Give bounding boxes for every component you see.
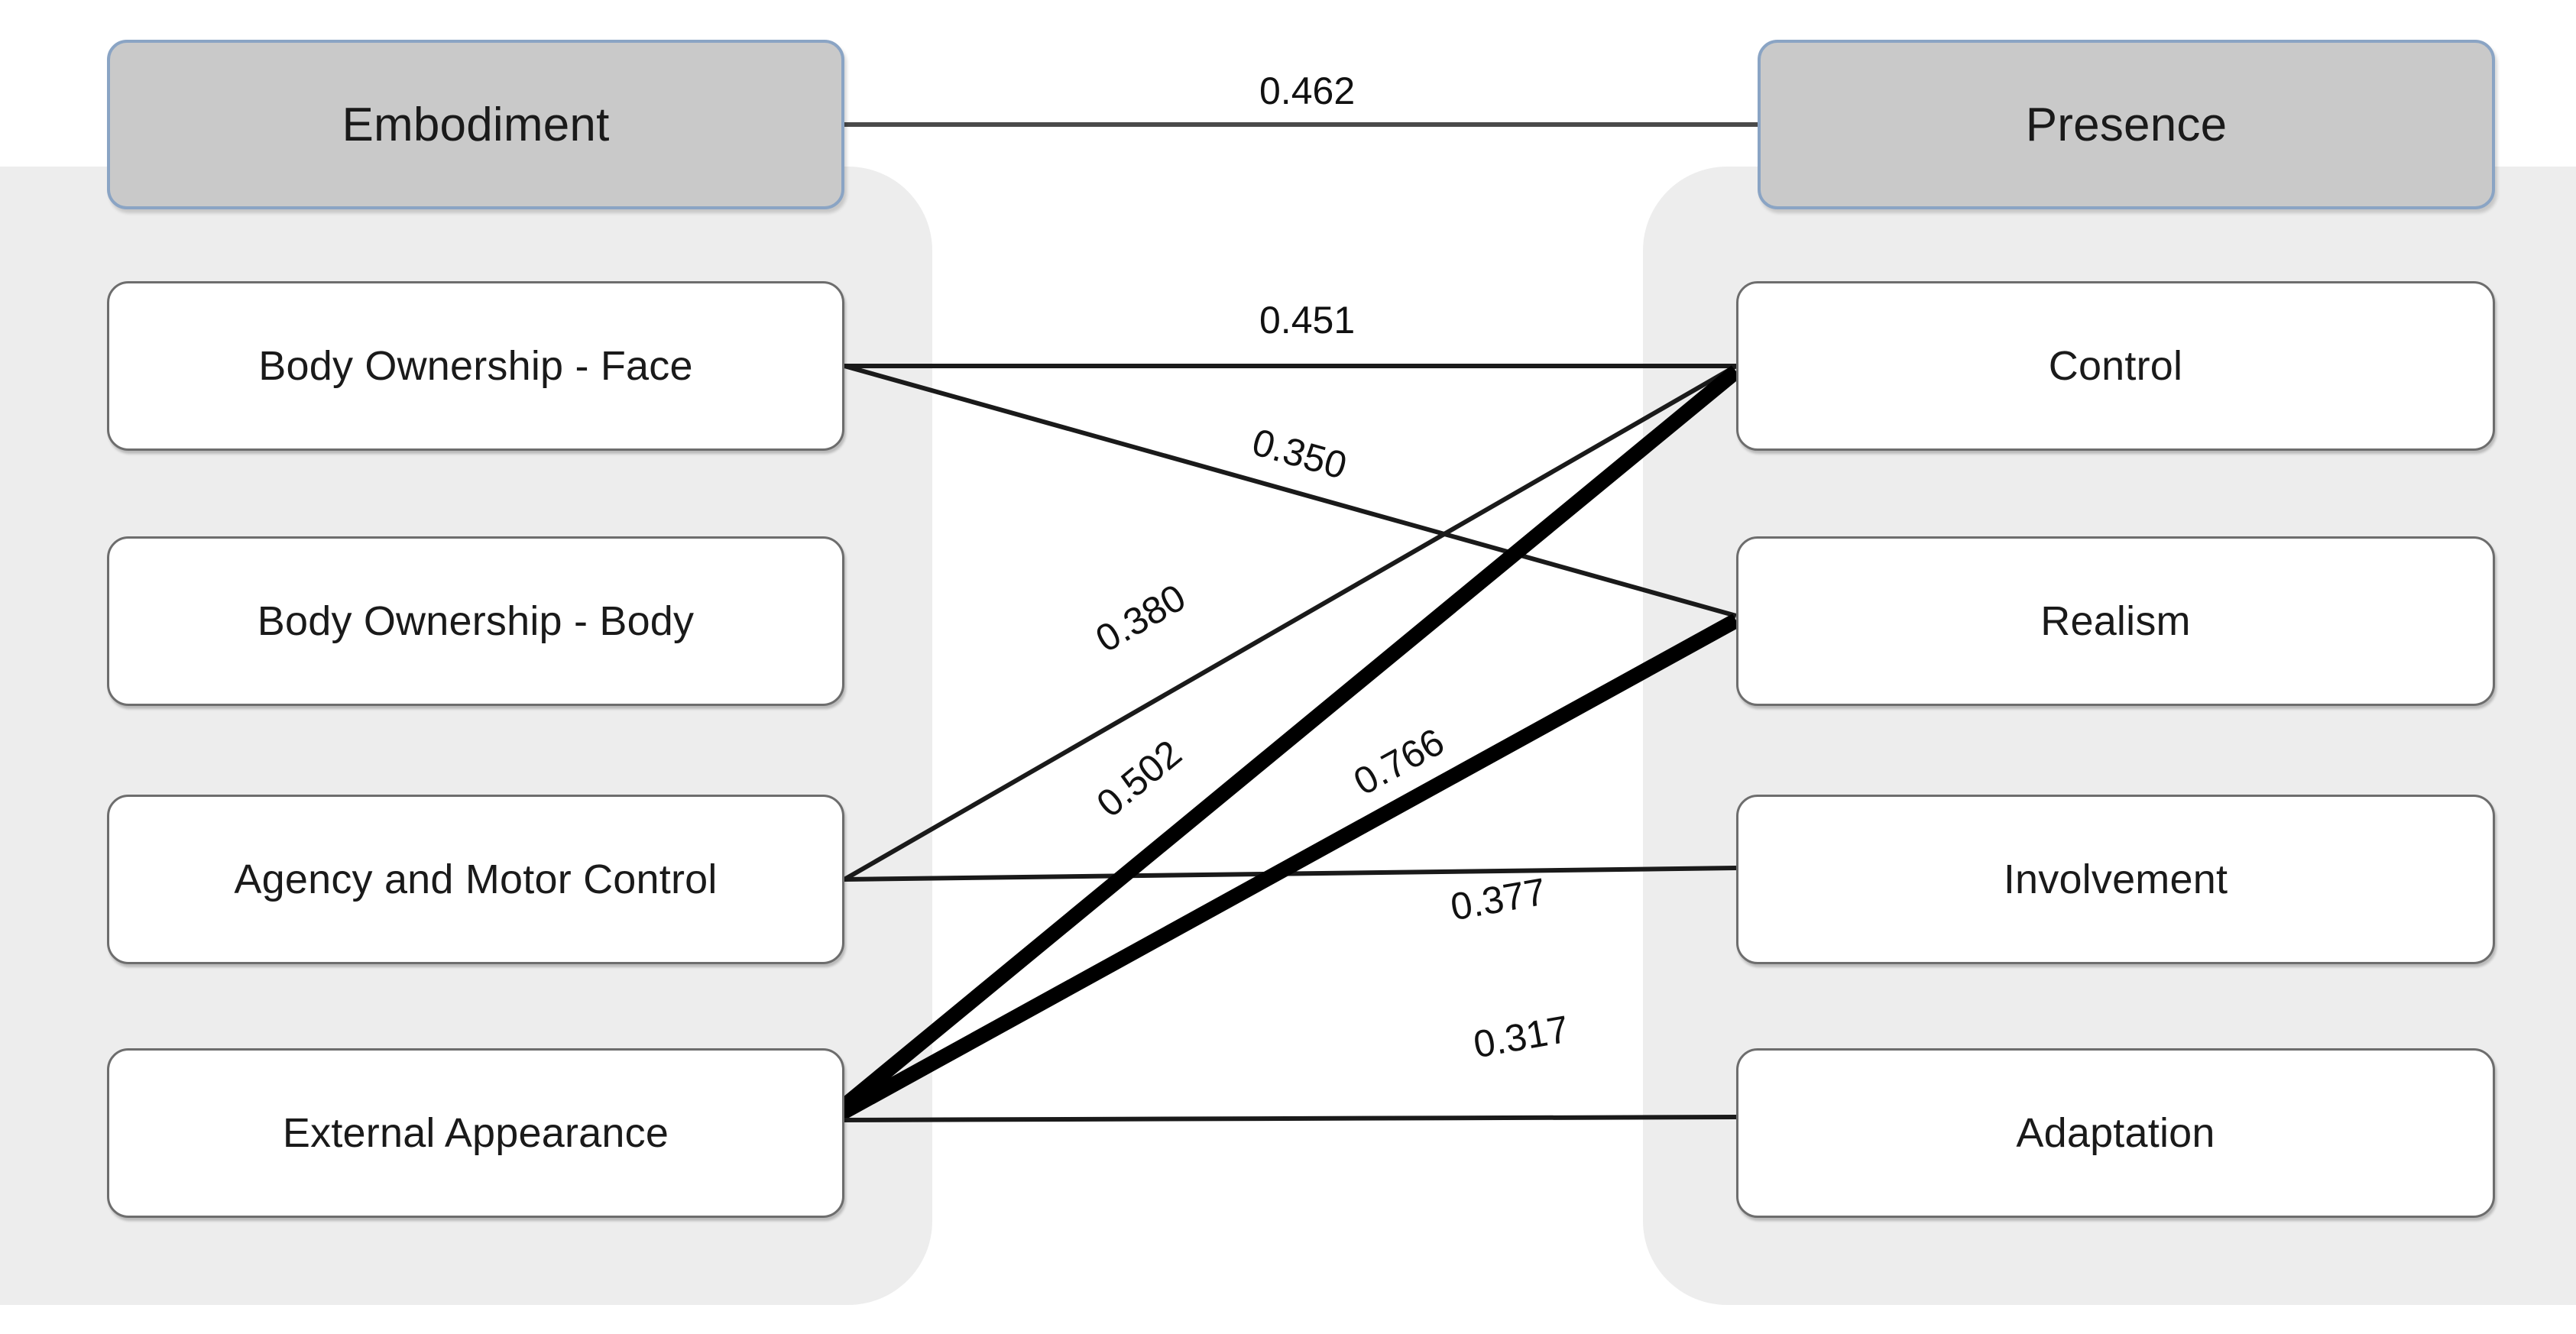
node-agency-and-motor-control[interactable]: Agency and Motor Control [107,795,844,964]
node-involvement[interactable]: Involvement [1736,795,2495,964]
node-adaptation-label: Adaptation [2016,1110,2215,1156]
node-realism[interactable]: Realism [1736,536,2495,706]
edge-face-realism [844,364,1737,618]
edge-external-adaptation [834,1115,1737,1122]
group-title-embodiment-label: Embodiment [342,98,610,151]
node-external-appearance-label: External Appearance [282,1110,669,1156]
group-title-presence-label: Presence [2025,98,2228,151]
node-involvement-label: Involvement [2003,856,2228,902]
group-title-embodiment[interactable]: Embodiment [107,40,844,209]
node-external-appearance[interactable]: External Appearance [107,1048,844,1218]
node-control[interactable]: Control [1736,281,2495,451]
node-body-ownership-body[interactable]: Body Ownership - Body [107,536,844,706]
node-agency-and-motor-control-label: Agency and Motor Control [234,856,718,902]
edge-external-realism [831,614,1740,1124]
node-body-ownership-face[interactable]: Body Ownership - Face [107,281,844,451]
edge-external-control [829,365,1742,1120]
node-adaptation[interactable]: Adaptation [1736,1048,2495,1218]
node-realism-label: Realism [2040,598,2191,644]
edge-agency-control [843,364,1738,882]
group-title-presence[interactable]: Presence [1758,40,2495,209]
node-body-ownership-body-label: Body Ownership - Body [257,598,695,644]
node-control-label: Control [2048,343,2183,389]
node-body-ownership-face-label: Body Ownership - Face [258,343,693,389]
